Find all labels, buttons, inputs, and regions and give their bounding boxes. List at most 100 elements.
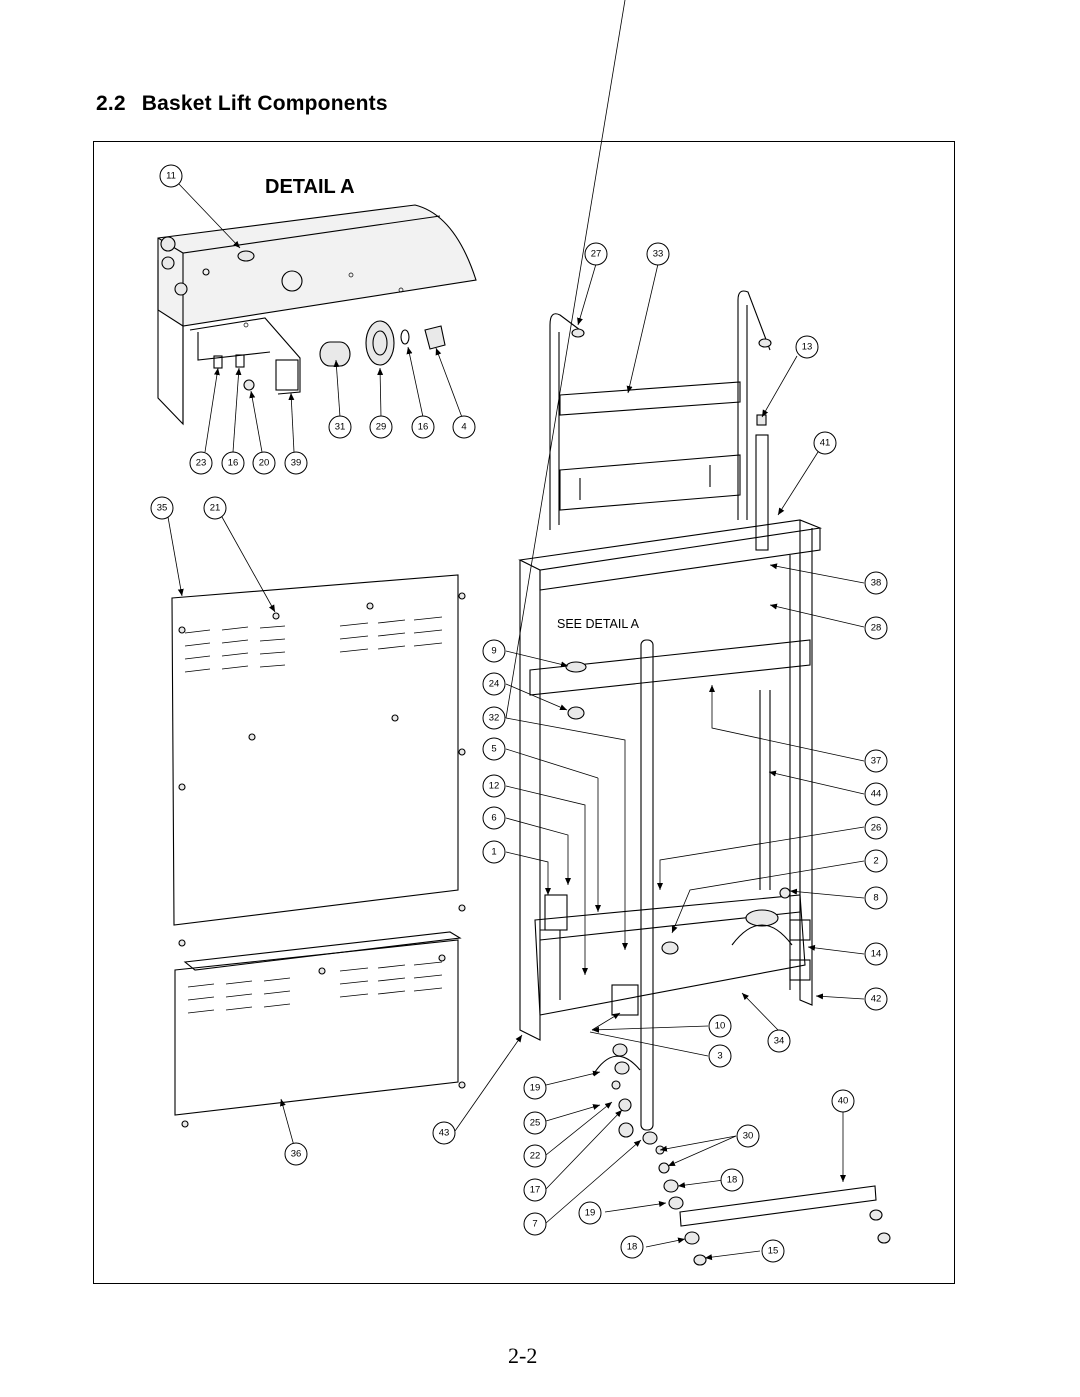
- callout-30: 30: [736, 1124, 760, 1148]
- callout-5: 5: [482, 737, 506, 761]
- section-title: Basket Lift Components: [141, 92, 388, 115]
- back-panel: [171, 574, 466, 926]
- svg-text:10: 10: [715, 1021, 726, 1032]
- callout-9: 9: [482, 639, 506, 663]
- callout-8: 8: [864, 886, 888, 910]
- svg-text:19: 19: [585, 1208, 596, 1219]
- callout-16a: 16: [411, 415, 435, 439]
- svg-text:43: 43: [439, 1128, 450, 1139]
- svg-text:4: 4: [461, 422, 466, 433]
- callout-19a: 19: [523, 1076, 547, 1100]
- svg-text:16: 16: [418, 422, 429, 433]
- callout-17: 17: [523, 1178, 547, 1202]
- callout-34: 34: [767, 1029, 791, 1053]
- svg-text:42: 42: [871, 994, 882, 1005]
- svg-text:22: 22: [530, 1151, 541, 1162]
- svg-text:40: 40: [838, 1096, 849, 1107]
- svg-text:28: 28: [871, 623, 882, 634]
- svg-text:19: 19: [530, 1083, 541, 1094]
- svg-text:7: 7: [532, 1219, 537, 1230]
- callout-37: 37: [864, 749, 888, 773]
- callout-29: 29: [369, 415, 393, 439]
- callout-20: 20: [252, 451, 276, 475]
- section-number: 2.2: [96, 92, 126, 115]
- callout-38: 38: [864, 571, 888, 595]
- svg-text:23: 23: [196, 458, 207, 469]
- callout-26: 26: [864, 816, 888, 840]
- page-number: 2-2: [508, 1343, 538, 1368]
- callout-41: 41: [813, 431, 837, 455]
- svg-text:12: 12: [489, 781, 500, 792]
- callout-7: 7: [523, 1212, 547, 1236]
- svg-text:25: 25: [530, 1118, 541, 1129]
- svg-text:32: 32: [489, 713, 500, 724]
- callout-2: 2: [864, 849, 888, 873]
- callout-14: 14: [864, 942, 888, 966]
- callout-31: 31: [328, 415, 352, 439]
- detail-a-housing: [157, 204, 477, 426]
- section-heading: 2.2 Basket Lift Components: [96, 92, 388, 116]
- diagram-frame: [93, 141, 955, 1284]
- svg-text:8: 8: [873, 893, 878, 904]
- callout-12: 12: [482, 774, 506, 798]
- svg-text:9: 9: [491, 646, 496, 657]
- callout-16b: 16: [221, 451, 245, 475]
- svg-text:1: 1: [491, 847, 496, 858]
- svg-text:3: 3: [717, 1051, 722, 1062]
- svg-text:21: 21: [210, 503, 221, 514]
- svg-text:37: 37: [871, 756, 882, 767]
- callout-24: 24: [482, 672, 506, 696]
- svg-text:24: 24: [489, 679, 500, 690]
- svg-text:16: 16: [228, 458, 239, 469]
- svg-text:30: 30: [743, 1131, 754, 1142]
- main-frame: [518, 519, 823, 1138]
- callout-35: 35: [150, 496, 174, 520]
- svg-text:2: 2: [873, 856, 878, 867]
- detail-a-parts: [319, 320, 446, 367]
- svg-text:6: 6: [491, 813, 496, 824]
- callout-18b: 18: [620, 1235, 644, 1259]
- svg-text:41: 41: [820, 438, 831, 449]
- callout-33: 33: [646, 242, 670, 266]
- svg-text:17: 17: [530, 1185, 541, 1196]
- callout-28: 28: [864, 616, 888, 640]
- see-detail-label: SEE DETAIL A: [557, 617, 639, 631]
- svg-text:15: 15: [768, 1246, 779, 1257]
- callout-13: 13: [795, 335, 819, 359]
- callout-22: 22: [523, 1144, 547, 1168]
- callout-43: 43: [432, 1121, 456, 1145]
- svg-text:29: 29: [376, 422, 387, 433]
- callout-32: 32: [482, 706, 506, 730]
- svg-text:31: 31: [335, 422, 346, 433]
- callout-42: 42: [864, 987, 888, 1011]
- callout-36: 36: [284, 1142, 308, 1166]
- svg-text:39: 39: [291, 458, 302, 469]
- leader-lines: [167, 0, 865, 1261]
- svg-text:35: 35: [157, 503, 168, 514]
- lower-panel: [174, 931, 466, 1128]
- callout-44: 44: [864, 782, 888, 806]
- svg-text:36: 36: [291, 1149, 302, 1160]
- callout-21: 21: [203, 496, 227, 520]
- callout-23: 23: [189, 451, 213, 475]
- svg-text:13: 13: [802, 342, 813, 353]
- callout-25: 25: [523, 1111, 547, 1135]
- lift-cradle: [549, 290, 772, 551]
- callout-19b: 19: [578, 1201, 602, 1225]
- bottom-hardware: [592, 1043, 891, 1266]
- callout-40: 40: [831, 1089, 855, 1113]
- callout-15: 15: [761, 1239, 785, 1263]
- detail-a-title: DETAIL A: [265, 176, 355, 198]
- svg-text:14: 14: [871, 949, 882, 960]
- callout-1: 1: [482, 840, 506, 864]
- svg-text:34: 34: [774, 1036, 785, 1047]
- svg-text:33: 33: [653, 249, 664, 260]
- callout-11: 11: [159, 164, 183, 188]
- callout-39: 39: [284, 451, 308, 475]
- svg-text:26: 26: [871, 823, 882, 834]
- svg-text:18: 18: [627, 1242, 638, 1253]
- svg-text:27: 27: [591, 249, 602, 260]
- callout-27: 27: [584, 242, 608, 266]
- svg-text:38: 38: [871, 578, 882, 589]
